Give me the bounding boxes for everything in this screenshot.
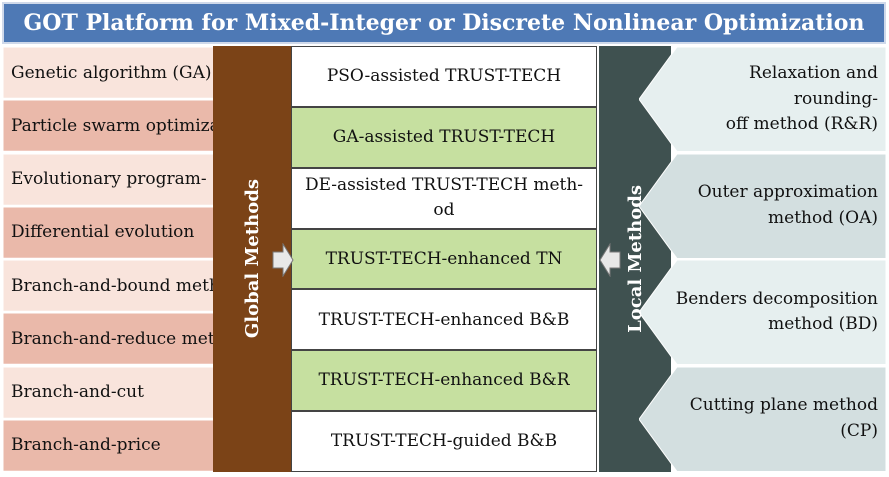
trust-tech-method-box: PSO-assisted TRUST-TECH (291, 46, 597, 107)
global-method-label: Branch-and-cut (11, 382, 144, 403)
trust-tech-method-label: GA-assisted TRUST-TECH (332, 126, 556, 147)
local-method-label: Cutting plane method (CP) (689, 395, 878, 441)
trust-tech-method-box: TRUST-TECH-enhanced TN (291, 228, 597, 290)
diagram-title: GOT Platform for Mixed-Integer or Discre… (2, 2, 886, 44)
global-method-item: Genetic algorithm (GA) (3, 47, 251, 99)
local-to-center-arrow-icon (599, 243, 621, 277)
global-method-item: Branch-and-price (3, 419, 251, 471)
local-method-chevron-shape (639, 260, 886, 365)
global-methods-label: Global Methods (241, 179, 263, 339)
local-methods-column: Relaxation and rounding- off method (R&R… (599, 46, 886, 472)
local-method-label: Benders decomposition method (BD) (675, 288, 878, 335)
local-method-label: Outer approximation method (OA) (697, 182, 878, 228)
global-method-item: Evolutionary program- (3, 153, 251, 205)
local-method-item: Outer approximation method (OA) (639, 153, 886, 258)
local-method-chevron-shape (639, 366, 886, 471)
global-to-center-arrow-icon (272, 243, 294, 277)
trust-tech-method-label: TRUST-TECH-enhanced TN (325, 248, 563, 269)
trust-tech-method-box: DE-assisted TRUST-TECH meth- od (291, 167, 597, 229)
local-method-chevron-shape (639, 153, 886, 258)
global-method-label: Differential evolution (11, 222, 195, 243)
trust-tech-method-label: TRUST-TECH-enhanced B&R (318, 370, 570, 391)
global-method-item: Branch-and-cut (3, 366, 251, 418)
global-methods-column: Genetic algorithm (GA) Particle swarm opt… (3, 46, 291, 472)
trust-tech-method-label: PSO-assisted TRUST-TECH (326, 66, 562, 87)
global-method-label: Branch-and-price (11, 435, 161, 456)
trust-tech-method-box: TRUST-TECH-guided B&B (291, 411, 597, 472)
trust-tech-methods-column: PSO-assisted TRUST-TECH GA-assisted TRUST… (291, 46, 599, 472)
global-method-label: Branch-and-bound meth- (11, 275, 226, 296)
trust-tech-method-box: TRUST-TECH-enhanced B&B (291, 289, 597, 351)
local-method-chevron-shape (639, 47, 886, 152)
local-method-label: Relaxation and rounding- off method (R&R… (725, 63, 878, 134)
trust-tech-method-label: DE-assisted TRUST-TECH meth- od (304, 175, 584, 221)
global-method-label: Genetic algorithm (GA) (11, 62, 212, 83)
global-method-label: Evolutionary program- (11, 169, 207, 190)
global-method-label: Branch-and-reduce meth- (11, 328, 232, 349)
trust-tech-method-box: GA-assisted TRUST-TECH (291, 106, 597, 168)
trust-tech-method-label: TRUST-TECH-enhanced B&B (318, 309, 570, 330)
global-method-label: Particle swarm optimiza- (11, 115, 226, 136)
local-method-item: Relaxation and rounding- off method (R&R… (639, 47, 886, 152)
local-methods-label: Local Methods (624, 185, 646, 333)
trust-tech-method-box: TRUST-TECH-enhanced B&R (291, 350, 597, 412)
local-method-item: Cutting plane method (CP) (639, 366, 886, 471)
local-method-item: Benders decomposition method (BD) (639, 260, 886, 365)
trust-tech-method-label: TRUST-TECH-guided B&B (330, 431, 558, 452)
